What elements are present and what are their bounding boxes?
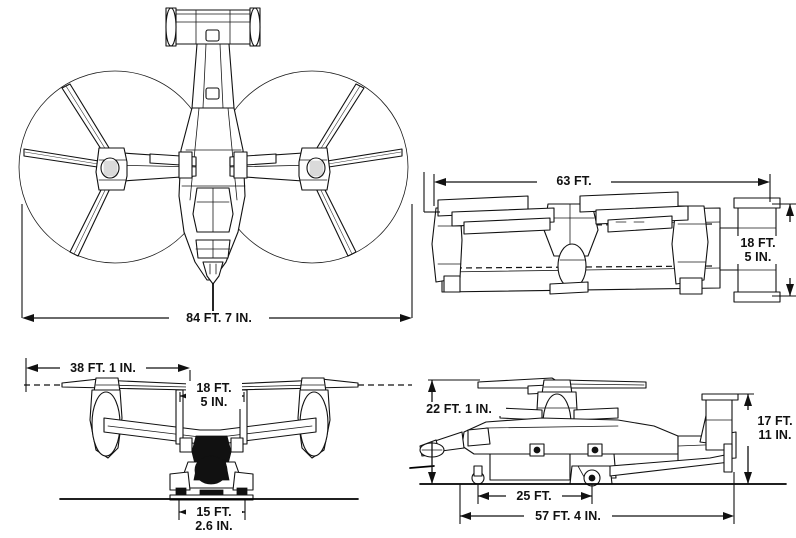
front-left-rotor <box>61 377 191 391</box>
stowed-center-pylon <box>543 203 599 289</box>
stowed-view-drawing <box>423 172 796 303</box>
fuselage-top <box>178 87 246 285</box>
dimension-stowed-width-label: 18 FT.5 IN. <box>722 236 794 264</box>
side-wing-right <box>573 407 619 421</box>
tail-assembly-top <box>165 7 261 47</box>
front-left-hub <box>93 377 121 393</box>
gear-track-line2: 2.6 IN. <box>195 519 233 533</box>
right-nacelle-top <box>298 147 331 191</box>
stowed-plan-view: 63 FT. 18 FT.5 IN. <box>420 160 796 330</box>
dimension-wheelbase-label: 25 FT. <box>506 489 562 503</box>
dimension-tail-height-label: 17 FT.11 IN. <box>750 414 796 442</box>
stowed-left-nacelle <box>431 207 463 293</box>
stowed-folded-blades-left <box>437 195 555 235</box>
overall-height-dimension <box>428 379 480 484</box>
dimension-overall-height-label: 22 FT. 1 IN. <box>412 402 506 416</box>
side-fuselage <box>419 417 679 485</box>
stowed-width-line1: 18 FT. <box>740 236 776 250</box>
top-view-drawing <box>18 7 413 322</box>
side-tail-fin <box>699 393 739 473</box>
front-right-hub <box>299 377 327 393</box>
dimension-stowed-length-label: 63 FT. <box>537 174 611 188</box>
pylon-track-line1: 18 FT. <box>196 381 232 395</box>
side-nose-probe <box>409 465 435 469</box>
overall-width-dimension <box>21 204 413 322</box>
stowed-belly-fairing <box>549 281 589 295</box>
dimension-overall-width-label: 84 FT. 7 IN. <box>169 311 269 325</box>
right-wing-root-fairing <box>233 151 248 179</box>
rotor-span-dimension <box>25 358 191 392</box>
dimension-rotor-span-label: 38 FT. 1 IN. <box>60 361 146 375</box>
stowed-width-line2: 5 IN. <box>744 250 772 264</box>
pylon-track-line2: 5 IN. <box>200 395 228 409</box>
gear-track-line1: 15 FT. <box>196 505 232 519</box>
front-elevation-view: 38 FT. 1 IN. 18 FT.5 IN. 15 FT.2.6 IN. <box>0 340 420 538</box>
dimension-overall-length-label: 57 FT. 4 IN. <box>524 509 612 523</box>
left-nacelle-top <box>95 147 128 191</box>
left-rotor-blades <box>23 83 115 257</box>
stowed-length-dimension <box>433 174 771 206</box>
tail-height-dimension <box>732 393 754 484</box>
front-view-drawing <box>24 358 412 520</box>
overall-length-dimension <box>459 472 735 524</box>
dimension-pylon-track-label: 18 FT.5 IN. <box>186 381 242 409</box>
tail-height-line2: 11 IN. <box>758 428 792 442</box>
tail-height-line1: 17 FT. <box>757 414 793 428</box>
stowed-right-nacelle <box>671 205 709 295</box>
stowed-folded-blades-right <box>579 191 689 233</box>
wheelbase-dimension <box>477 484 593 504</box>
side-elevation-view: 22 FT. 1 IN. 17 FT.11 IN. 25 FT. 57 FT. … <box>409 350 796 538</box>
left-wing-root-fairing <box>178 151 193 179</box>
front-right-rotor <box>229 377 359 391</box>
front-fuselage <box>169 435 254 501</box>
side-view-drawing <box>409 377 787 524</box>
top-plan-view: 84 FT. 7 IN. <box>0 0 420 340</box>
dimension-gear-track-label: 15 FT.2.6 IN. <box>186 505 242 533</box>
stowed-width-dimension <box>772 203 796 297</box>
